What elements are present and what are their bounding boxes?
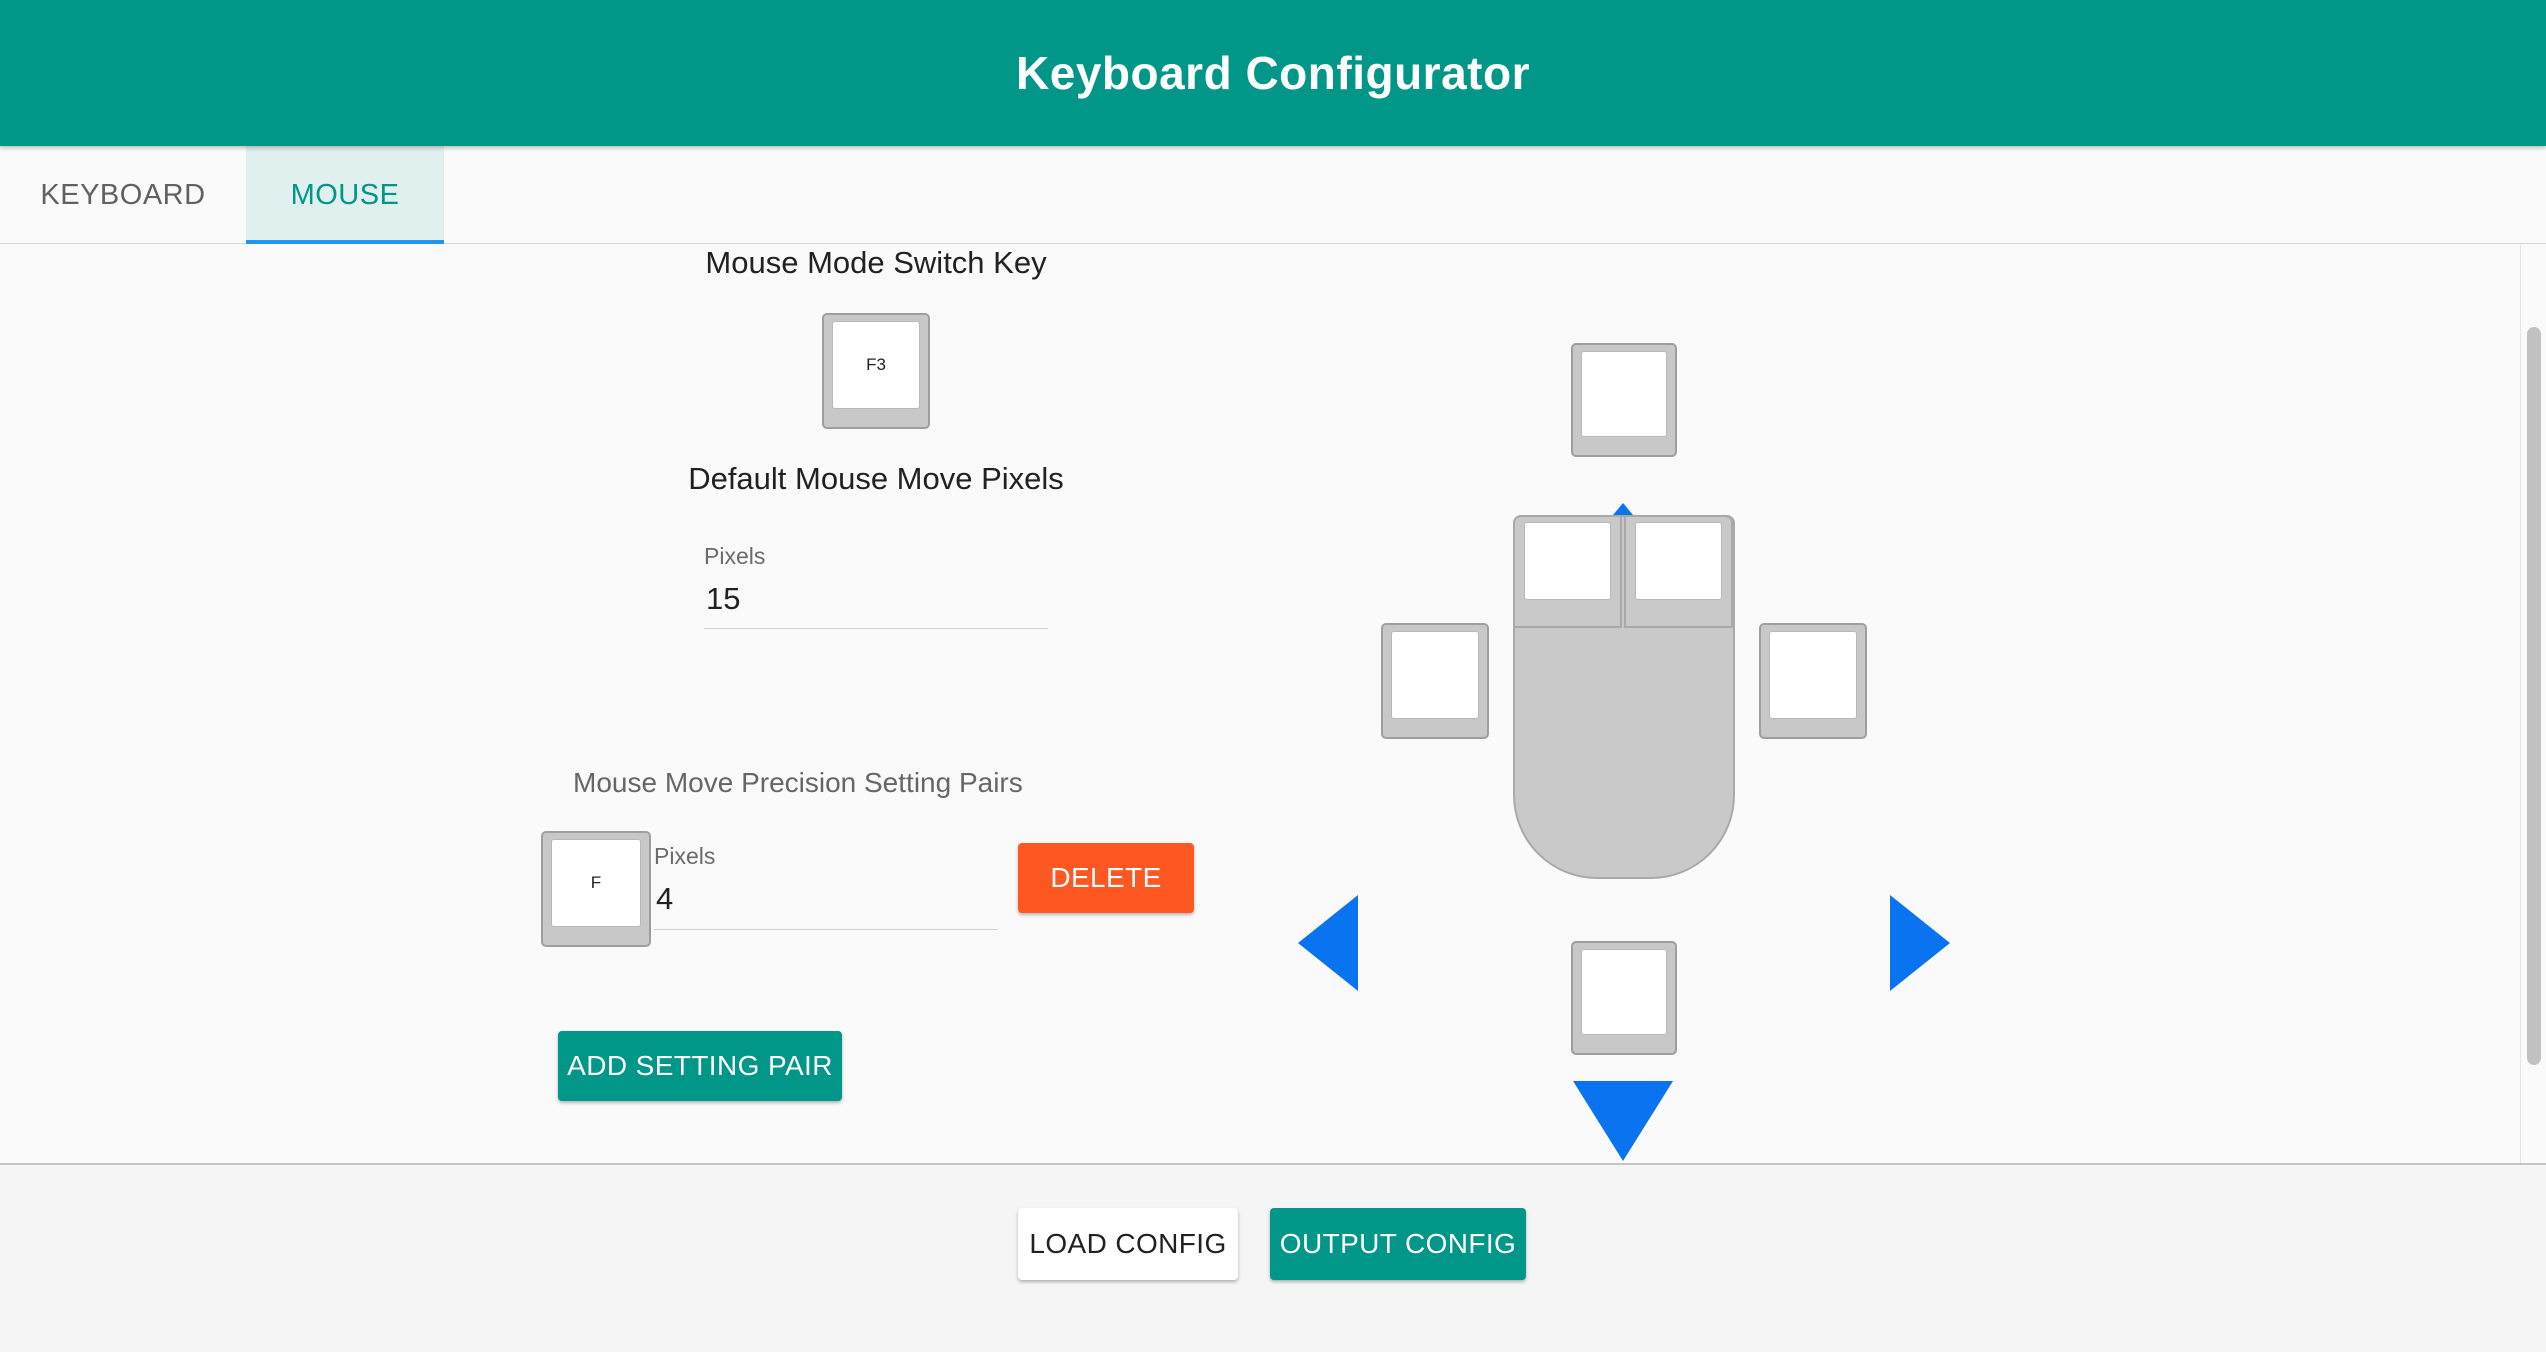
precision-pair-key[interactable]: F: [541, 831, 651, 947]
default-pixels-title: Default Mouse Move Pixels: [688, 461, 1064, 496]
app-bar: Keyboard Configurator: [0, 0, 2546, 146]
precision-pixels-input[interactable]: 4: [656, 881, 674, 916]
precision-pixels-underline: [654, 929, 998, 930]
tab-mouse[interactable]: MOUSE: [246, 146, 444, 244]
delete-pair-button[interactable]: DELETE: [1018, 843, 1194, 913]
default-pixels-label: Pixels: [704, 543, 766, 569]
switch-key[interactable]: F3: [822, 313, 930, 429]
switch-key-title: Mouse Mode Switch Key: [705, 245, 1047, 280]
arrow-right-icon: [1890, 895, 1950, 991]
vertical-scrollbar[interactable]: [2520, 245, 2546, 1163]
app-title: Keyboard Configurator: [1016, 47, 1530, 99]
precision-title: Mouse Move Precision Setting Pairs: [573, 767, 1023, 798]
tab-bar: KEYBOARD MOUSE: [0, 146, 2546, 244]
footer-bar: LOAD CONFIG OUTPUT CONFIG: [0, 1163, 2546, 1352]
move-left-key-label: [1391, 631, 1479, 719]
default-pixels-underline: [704, 628, 1048, 629]
output-config-button[interactable]: OUTPUT CONFIG: [1270, 1208, 1526, 1280]
mouse-body: [1513, 515, 1735, 879]
left-click-key-label: [1524, 522, 1611, 600]
move-right-key[interactable]: [1759, 623, 1867, 739]
load-config-button[interactable]: LOAD CONFIG: [1018, 1208, 1238, 1280]
move-down-key-label: [1581, 949, 1667, 1035]
right-click-key-label: [1635, 522, 1722, 600]
move-down-key[interactable]: [1571, 941, 1677, 1055]
move-up-key-label: [1581, 351, 1667, 437]
move-up-key[interactable]: [1571, 343, 1677, 457]
mouse-settings-panel: Mouse Mode Switch Key F3 Default Mouse M…: [0, 245, 2546, 1163]
default-pixels-input[interactable]: 15: [706, 581, 741, 616]
move-left-key[interactable]: [1381, 623, 1489, 739]
left-click-key[interactable]: [1513, 515, 1622, 628]
move-right-key-label: [1769, 631, 1857, 719]
tab-keyboard[interactable]: KEYBOARD: [40, 178, 206, 211]
precision-pixels-label: Pixels: [654, 843, 716, 869]
arrow-down-icon: [1573, 1081, 1673, 1161]
arrow-left-icon: [1298, 895, 1358, 991]
right-click-key[interactable]: [1624, 515, 1733, 628]
switch-key-label: F3: [832, 321, 920, 409]
add-setting-pair-button[interactable]: ADD SETTING PAIR: [558, 1031, 842, 1101]
scrollbar-thumb[interactable]: [2527, 327, 2541, 1065]
precision-pair-key-label: F: [551, 839, 641, 927]
